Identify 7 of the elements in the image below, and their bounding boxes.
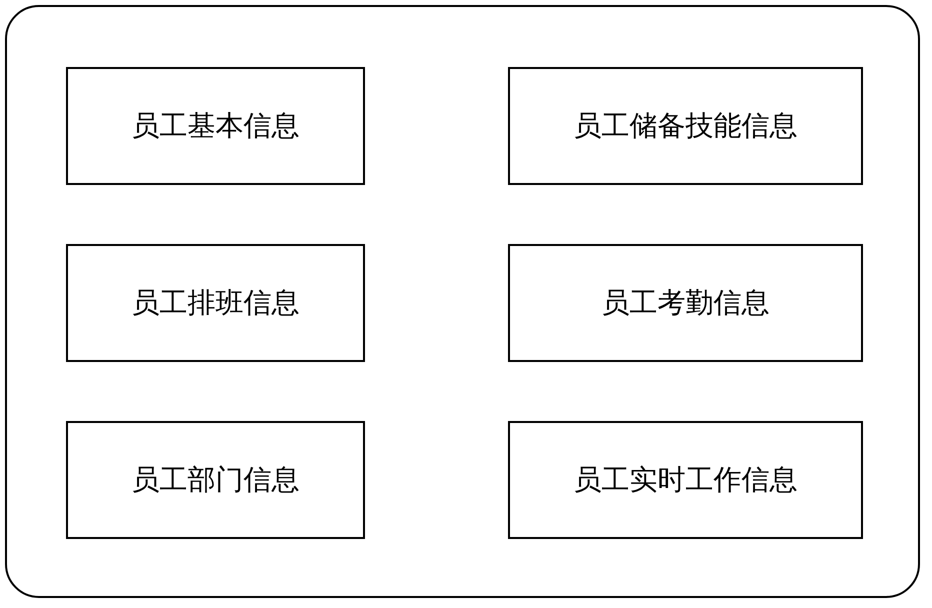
info-box: 员工考勤信息 [508,244,863,362]
info-box: 员工储备技能信息 [508,67,863,185]
info-box: 员工实时工作信息 [508,421,863,539]
info-box: 员工排班信息 [66,244,365,362]
info-box: 员工基本信息 [66,67,365,185]
container-box [5,5,920,598]
info-box: 员工部门信息 [66,421,365,539]
